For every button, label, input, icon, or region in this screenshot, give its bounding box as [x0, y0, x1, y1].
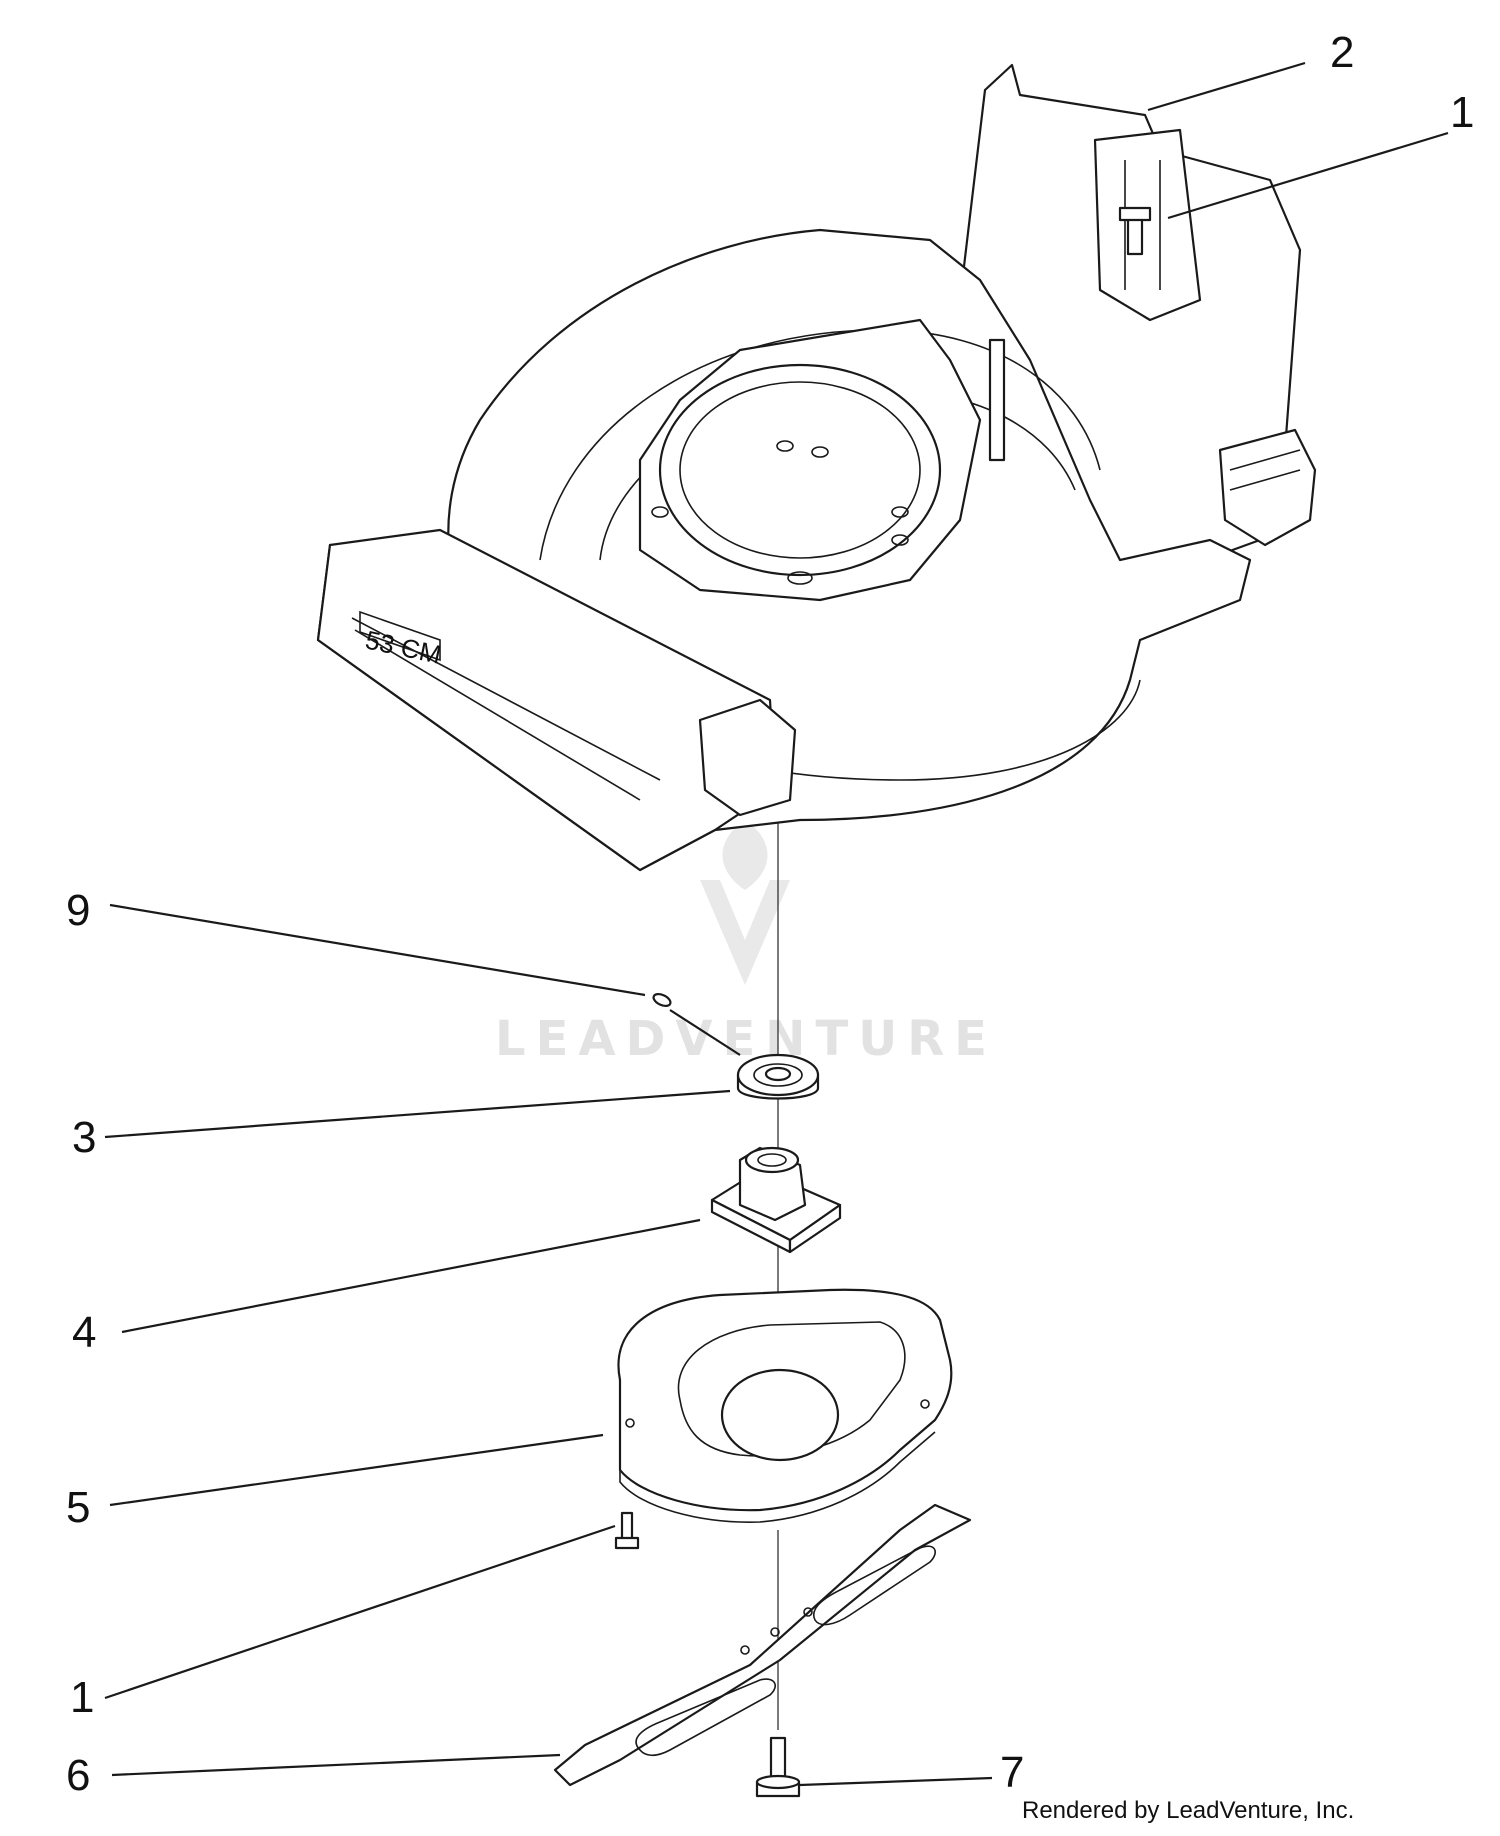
watermark-text: LEADVENTURE [495, 1011, 997, 1067]
callout-3: 3 [72, 1113, 96, 1162]
bearing [736, 1053, 820, 1100]
key-pin [652, 992, 672, 1008]
leader-lines [104, 61, 1449, 1787]
render-credit: Rendered by LeadVenture, Inc. [1022, 1797, 1354, 1824]
callout-1-top: 1 [1450, 88, 1474, 137]
watermark-logo-icon [700, 820, 790, 985]
callout-6: 6 [66, 1751, 90, 1800]
blade-bolt [755, 1736, 801, 1798]
watermark: LEADVENTURE [495, 820, 997, 1067]
callout-2-top: 2 [1330, 28, 1354, 77]
blade-adapter [710, 1146, 842, 1254]
callout-5: 5 [66, 1483, 90, 1532]
bolt-bottom [614, 1511, 640, 1550]
blade [553, 1503, 972, 1787]
bolt-top [1118, 206, 1152, 256]
mower-deck-housing: 53 CM [316, 63, 1317, 872]
baffle-plate [617, 1288, 953, 1523]
callout-1-bottom: 1 [70, 1673, 94, 1722]
callout-4: 4 [72, 1308, 96, 1357]
callout-7: 7 [1000, 1748, 1024, 1797]
callouts: 2 1 9 3 4 5 1 6 7 [66, 28, 1474, 1800]
callout-9: 9 [66, 886, 90, 935]
